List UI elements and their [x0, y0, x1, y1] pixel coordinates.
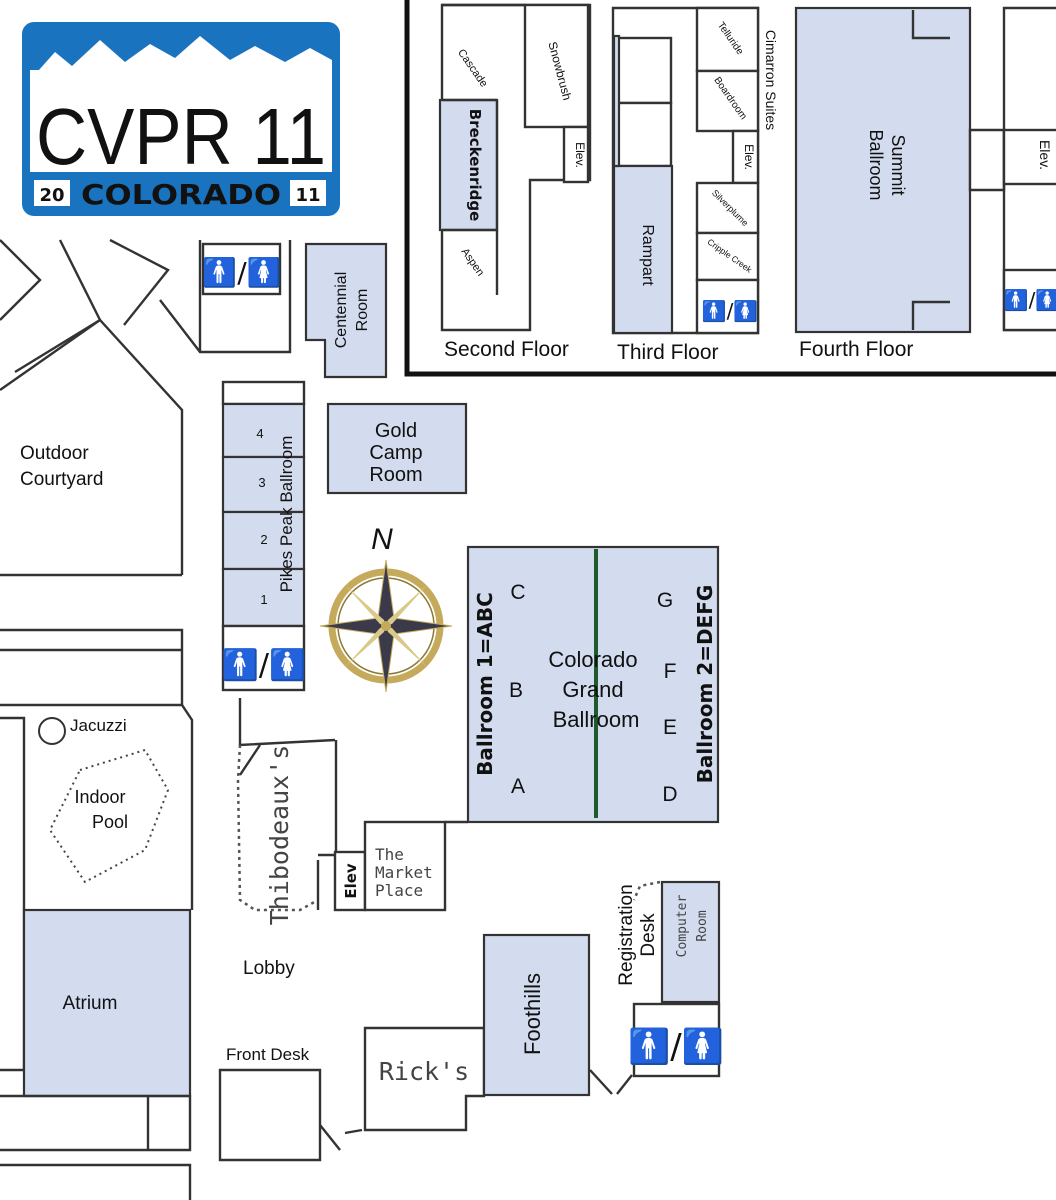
second-floor: Cascade Breckenridge Aspen Snowbrush Ele… — [438, 3, 592, 361]
label-section-g: G — [657, 589, 673, 612]
label-pool: Pool — [92, 812, 128, 832]
label-pikes-2: 2 — [260, 532, 267, 547]
compass-rose-icon — [319, 559, 453, 693]
label-camp: Camp — [369, 442, 422, 464]
restroom-icon: 🚹/🚺 — [702, 299, 759, 323]
label-lobby: Lobby — [243, 958, 295, 979]
label-section-e: E — [663, 716, 677, 739]
mountain-icon — [30, 36, 332, 80]
upper-floors-inset: Cascade Breckenridge Aspen Snowbrush Ele… — [404, 0, 1056, 377]
restroom-courtyard — [201, 242, 282, 296]
label-ballroom-2: Ballroom 2=DEFG — [693, 585, 717, 784]
room-colorado-grand-ballroom — [466, 545, 720, 824]
label-market-place: Place — [375, 881, 423, 900]
logo-state: COLORADO — [81, 178, 281, 211]
pikes-peak-4 — [221, 402, 306, 459]
logo-year-left: 20 — [39, 185, 64, 206]
label-gold: Gold — [375, 420, 417, 442]
cvpr-logo: CVPR 11 20 COLORADO 11 — [22, 22, 340, 216]
label-pikes-1: 1 — [260, 592, 267, 607]
restroom-icon: 🚹/🚺 — [1004, 288, 1056, 312]
label-front-desk: Front Desk — [226, 1045, 310, 1064]
label-section-d: D — [662, 783, 677, 806]
label-outdoor: Outdoor — [20, 443, 89, 464]
room-boardroom — [695, 69, 760, 133]
label-ballroom-1: Ballroom 1=ABC — [473, 592, 497, 776]
label-registration-desk: Desk — [638, 913, 659, 957]
room-market-place — [363, 820, 447, 912]
label-pikes-3: 3 — [258, 475, 265, 490]
room-cripple-creek — [695, 231, 760, 282]
label-thibodeauxs: Thibodeaux's — [265, 745, 294, 926]
label-cimarron-suites: Cimarron Suites — [763, 30, 779, 130]
label-elev: Elev — [342, 863, 360, 899]
label-computer-room: Room — [695, 910, 710, 941]
compass-north-label: N — [371, 523, 393, 556]
label-summit: Summit — [888, 134, 908, 195]
label-third-floor: Third Floor — [617, 341, 719, 364]
label-section-b: B — [509, 679, 523, 702]
label-grand-ballroom: Ballroom — [553, 707, 640, 732]
label-elev-third: Elev. — [742, 144, 756, 170]
label-ricks: Rick's — [379, 1057, 469, 1086]
room-gold-camp — [326, 402, 468, 495]
logo-year-right: 11 — [295, 185, 320, 206]
label-foothills: Foothills — [520, 973, 545, 1055]
elevator-main — [333, 850, 367, 912]
label-centennial-room: Room — [354, 289, 371, 332]
restroom-icon: 🚹/🚺 — [222, 647, 307, 683]
label-atrium: Atrium — [63, 993, 118, 1014]
label-computer: Computer — [675, 895, 690, 958]
room-foothills — [482, 933, 591, 1097]
label-pikes-peak: Pikes Peak Ballroom — [277, 436, 296, 593]
label-breckenridge: Breckenridge — [466, 109, 484, 222]
label-section-c: C — [510, 581, 525, 604]
logo-year-right-box — [290, 180, 326, 206]
label-pikes-4: 4 — [256, 426, 263, 441]
label-colorado: Colorado — [548, 647, 637, 672]
restroom-registration — [632, 1002, 721, 1078]
restroom-pikes — [221, 624, 306, 692]
room-centennial — [304, 242, 388, 379]
restroom-third — [695, 278, 760, 335]
logo-main-text: CVPR 11 — [36, 92, 326, 181]
label-gold-room: Room — [369, 464, 422, 486]
restroom-icon: 🚹/🚺 — [628, 1027, 724, 1067]
restroom-icon: 🚹/🚺 — [202, 256, 281, 289]
label-section-a: A — [511, 775, 525, 798]
fourth-floor: Elev. 🚹/🚺 Summit Ballroom Fourth Floor — [794, 6, 1056, 361]
label-centennial: Centennial — [333, 272, 350, 349]
room-telluride — [695, 6, 760, 73]
elev-fourth — [1002, 128, 1056, 186]
label-registration: Registration — [616, 884, 637, 985]
main-floor: Outdoor Courtyard 🚹/🚺 Centennial Room Go… — [0, 238, 724, 1200]
label-second-floor: Second Floor — [444, 338, 569, 361]
label-rampart: Rampart — [639, 224, 656, 286]
logo-inner — [30, 70, 332, 172]
room-atrium — [22, 908, 192, 1098]
room-computer — [660, 880, 721, 1004]
label-summit-ballroom: Ballroom — [866, 129, 886, 200]
restroom-fourth — [1002, 268, 1056, 332]
label-market: Market — [375, 863, 433, 882]
label-jacuzzi: Jacuzzi — [70, 716, 127, 735]
label-market-the: The — [375, 845, 404, 864]
logo-year-left-box — [34, 180, 70, 206]
third-floor: Telluride Boardroom Elev. Silverplume Cr… — [611, 6, 779, 364]
label-indoor: Indoor — [74, 787, 125, 807]
elev-third — [731, 129, 760, 185]
label-courtyard: Courtyard — [20, 469, 103, 490]
room-snowbrush — [523, 3, 590, 129]
label-section-f: F — [664, 660, 677, 683]
label-elev-fourth: Elev. — [1037, 140, 1053, 170]
label-grand: Grand — [562, 677, 623, 702]
room-summit-ballroom — [794, 6, 972, 334]
room-rampart — [612, 164, 674, 335]
label-elev-second: Elev. — [573, 142, 587, 168]
label-fourth-floor: Fourth Floor — [799, 338, 913, 361]
room-silverplume — [695, 181, 760, 235]
elev-second — [562, 125, 590, 184]
